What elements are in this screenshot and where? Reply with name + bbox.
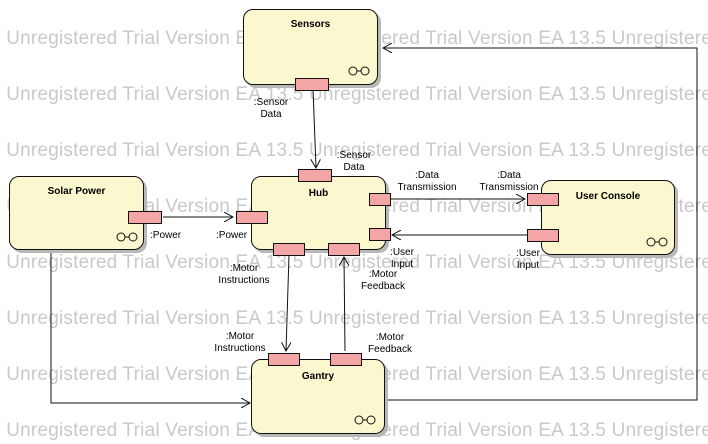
sensors-title: Sensors — [290, 19, 331, 30]
solar-to-gantry-connector[interactable] — [50, 250, 250, 403]
solar-power-component[interactable]: Solar Power — [9, 176, 144, 250]
sensors-component[interactable]: Sensors — [243, 9, 378, 85]
sensors-port-sensor-data[interactable] — [295, 78, 329, 91]
gantry-component[interactable]: Gantry — [251, 359, 385, 434]
component-icon — [354, 415, 376, 425]
hub-component[interactable]: Hub — [251, 176, 386, 250]
sensor-data-connector[interactable] — [313, 87, 316, 168]
gantry-port-motor-instructions[interactable] — [268, 353, 300, 366]
solar-power-title: Solar Power — [47, 186, 106, 197]
console-port-data-transmission[interactable] — [527, 193, 559, 206]
hub-title: Hub — [308, 188, 329, 199]
component-icon — [348, 66, 370, 76]
user-console-title: User Console — [575, 191, 641, 202]
gantry-port-motor-feedback[interactable] — [330, 353, 362, 366]
motor-instructions-connector[interactable] — [286, 254, 289, 351]
hub-port-motor-feedback[interactable] — [328, 243, 360, 256]
hub-port-data-transmission[interactable] — [369, 193, 391, 206]
console-port-user-input[interactable] — [527, 229, 559, 242]
component-icon — [116, 232, 138, 242]
hub-port-sensor-data[interactable] — [298, 169, 332, 182]
user-console-component[interactable]: User Console — [541, 180, 675, 255]
label-power-in: :Power — [216, 230, 248, 241]
gantry-to-sensors-connector[interactable] — [383, 48, 698, 401]
component-icon — [646, 237, 668, 247]
hub-port-motor-instructions[interactable] — [273, 243, 305, 256]
solar-port-power[interactable] — [128, 211, 162, 224]
hub-port-power[interactable] — [236, 211, 268, 224]
motor-feedback-connector[interactable] — [344, 257, 345, 352]
hub-port-user-input[interactable] — [369, 228, 391, 241]
gantry-title: Gantry — [301, 371, 335, 382]
label-power-out: :Power — [150, 230, 182, 241]
